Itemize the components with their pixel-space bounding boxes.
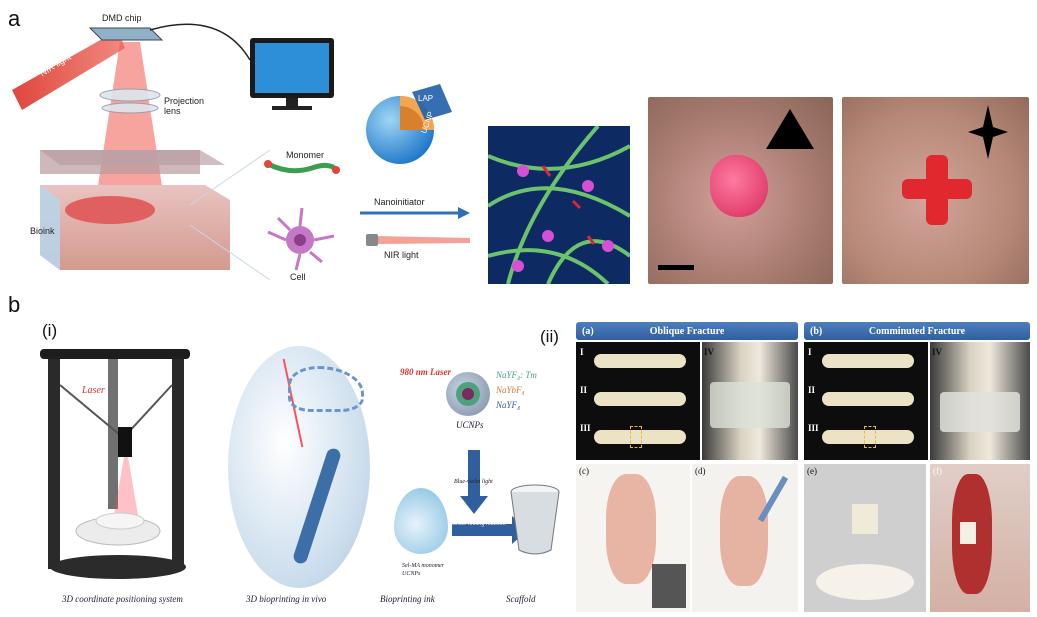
printer-mouse-photo-e <box>804 464 926 612</box>
scaffold-image <box>505 482 565 562</box>
mouse-photo-d <box>692 464 798 612</box>
header-b-letter: (b) <box>810 326 822 337</box>
label-980-laser: 980 nm Laser <box>400 367 451 377</box>
comminuted-bones-photo <box>804 342 928 460</box>
monomer-shape <box>268 164 336 171</box>
label-nir-light-source: NIR light <box>384 250 419 260</box>
header-oblique-fracture: (a) Oblique Fracture <box>576 322 798 340</box>
bioink-print <box>65 196 155 224</box>
roman-b-4: IV <box>932 347 942 357</box>
hydrogel-network-image <box>488 126 630 284</box>
label-bioink: Bioink <box>30 226 55 236</box>
sub-c: (c) <box>579 466 589 476</box>
mouse-photo-c <box>576 464 690 612</box>
cross-icon <box>968 105 1008 159</box>
scale-bar <box>658 265 694 270</box>
caption-ink: Bioprinting ink <box>380 594 435 604</box>
label-projection-lens: Projection lens <box>164 96 204 116</box>
label-monomer: Monomer <box>286 150 324 160</box>
roman-b-2: II <box>808 385 815 395</box>
bioprinting-ink-drop <box>394 488 448 554</box>
sub-e: (e) <box>807 466 817 476</box>
positioning-system-image <box>30 345 200 595</box>
roman-a-2: II <box>580 385 587 395</box>
ucnp-sphere <box>446 372 490 416</box>
header-b-title: Comminuted Fracture <box>869 326 965 337</box>
roman-a-1: I <box>580 347 584 357</box>
label-lap: LAP <box>418 94 433 103</box>
label-shell-3: NaYF₄ <box>496 400 520 410</box>
sub-d: (d) <box>695 466 706 476</box>
roman-b-3: III <box>808 423 819 433</box>
label-blue-light: Blue-violet light <box>454 479 493 485</box>
roman-a-4: IV <box>704 347 714 357</box>
tissue-block <box>40 185 230 270</box>
label-laser: Laser <box>82 385 105 396</box>
label-nanoinitiator: Nanoinitiator <box>374 197 425 207</box>
label-shell-1: NaYF₄: Tm <box>496 370 537 380</box>
header-comminuted-fracture: (b) Comminuted Fracture <box>804 322 1030 340</box>
sub-f: (f) <box>933 466 942 476</box>
part-i-label: (i) <box>42 321 57 341</box>
projection-lens-shape <box>100 89 160 101</box>
header-a-title: Oblique Fracture <box>650 326 725 337</box>
comminuted-closeup-photo <box>930 342 1030 460</box>
caption-bioprinting: 3D bioprinting in vivo <box>246 594 326 604</box>
oblique-bones-photo <box>576 342 700 460</box>
cell-shape <box>268 208 334 270</box>
part-ii-label: (ii) <box>540 327 559 347</box>
bioprinting-in-vivo-image <box>228 346 370 588</box>
label-dmd-chip: DMD chip <box>102 13 142 23</box>
roman-a-3: III <box>580 423 591 433</box>
legend-monomer: Sel-MA monomer <box>402 563 444 569</box>
panel-b-letter: b <box>8 292 20 318</box>
caption-scaffold: Scaffold <box>506 594 536 604</box>
label-cell: Cell <box>290 272 306 282</box>
triangle-icon <box>766 109 814 149</box>
caption-positioning: 3D coordinate positioning system <box>62 594 183 604</box>
surgical-photo-f <box>930 464 1030 612</box>
header-a-letter: (a) <box>582 326 594 337</box>
label-crosslinking: Cross-linking reaction <box>452 521 506 527</box>
roman-b-1: I <box>808 347 812 357</box>
label-shell-2: NaYbF₄ <box>496 385 525 395</box>
nir-light-source <box>366 234 378 246</box>
invivo-photo-triangle <box>648 97 833 284</box>
legend-ucnps: UCNPs <box>402 571 420 577</box>
oblique-closeup-photo <box>702 342 798 460</box>
invivo-photo-cross <box>842 97 1029 284</box>
label-ucnps: UCNPs <box>456 420 484 430</box>
